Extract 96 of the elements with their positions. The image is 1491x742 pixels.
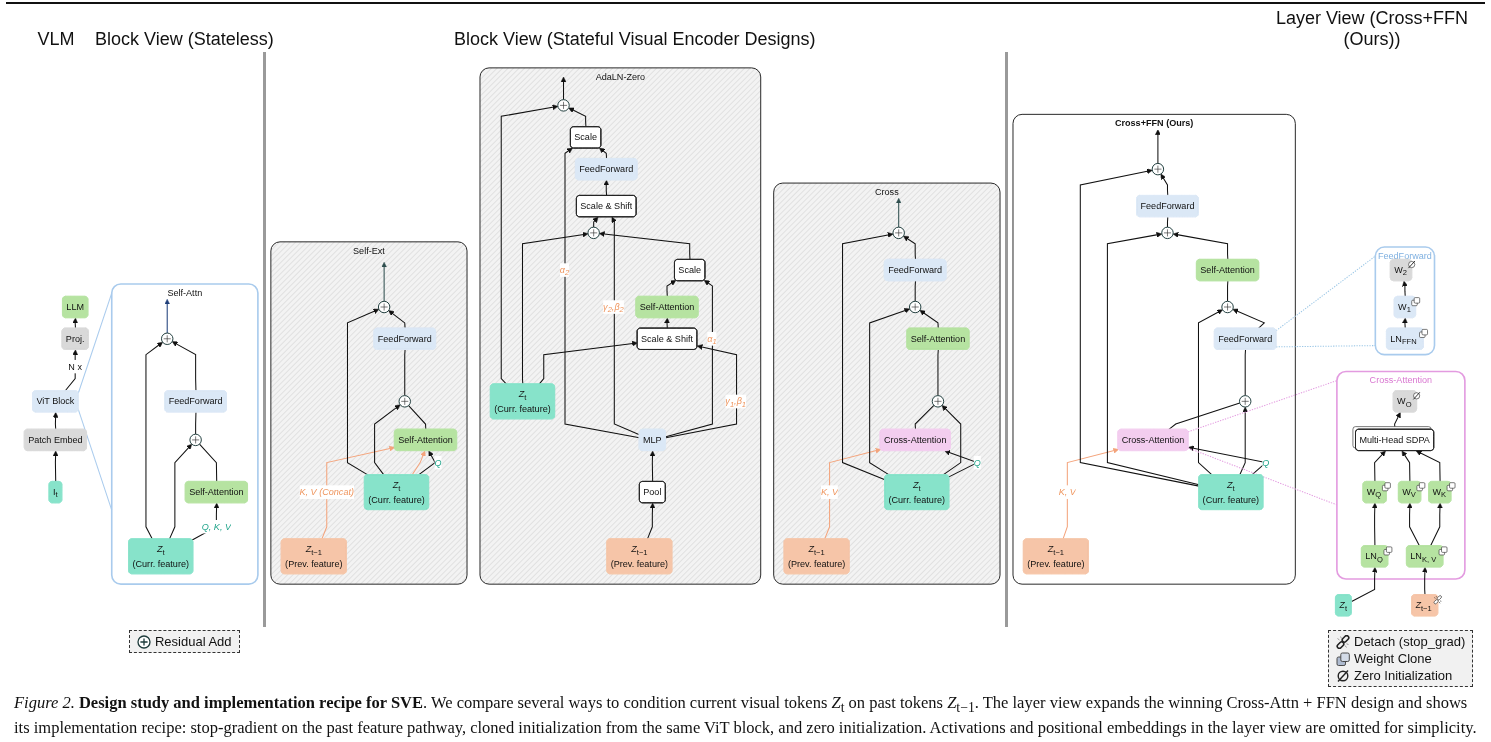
legend-text: Weight Clone (1354, 650, 1432, 667)
arrow (1187, 445, 1267, 476)
arrow (1350, 567, 1378, 603)
connector (937, 349, 939, 397)
connector (1187, 447, 1338, 506)
arrow (1401, 317, 1408, 329)
arrow (521, 231, 588, 385)
arrow (346, 308, 379, 476)
edge-label: Q (1261, 457, 1269, 468)
edge-label: Q (973, 457, 981, 468)
connector (914, 404, 935, 431)
arrow (941, 405, 961, 476)
connector (77, 408, 112, 511)
connector (1167, 402, 1240, 431)
connector (1187, 380, 1338, 433)
arrow (1406, 502, 1420, 547)
column-heading: Layer View (Cross+FFN (Ours)) (1274, 8, 1470, 50)
arrow (1106, 232, 1200, 486)
arrow (1062, 447, 1119, 540)
arrow (1172, 232, 1228, 261)
arrow (919, 310, 939, 329)
arrow (1232, 308, 1265, 329)
arrow (1415, 450, 1441, 483)
connector (1166, 216, 1168, 228)
arrow (1238, 406, 1248, 476)
arrow (1371, 502, 1378, 547)
arrow (598, 231, 691, 261)
arrow (649, 450, 655, 483)
legend-text: Zero Initialization (1354, 667, 1453, 684)
arrow (841, 232, 893, 481)
arrow (1197, 309, 1223, 476)
arrow (663, 317, 670, 329)
edge-label: α$_{2}$ (559, 264, 569, 277)
arrow (902, 235, 916, 261)
arrow (500, 104, 558, 385)
arrow (171, 341, 197, 392)
connector (1226, 280, 1228, 302)
connector (407, 405, 426, 431)
connector (914, 280, 916, 302)
arrow (1401, 280, 1408, 298)
arrow (666, 280, 676, 298)
arrow (1160, 173, 1168, 197)
edge-label: Q (434, 457, 442, 468)
figure-caption: Figure 2. Design study and implementation recipe for SVE. We compare several ways to condition current visual tokens Z$_{t}$ on past tokens Z$_{t−1}$. The layer view expands the winning Cross-Attn + FFN design and shows its implementation recipe: stop-gradient on the past feature pathway, cloned initialization from the same ViT block, and zero initialization. Activations and positional embeddings in the layer view are omitted for simplicity. (14, 692, 1477, 738)
arrow (944, 450, 979, 478)
arrow (895, 198, 902, 228)
arrow (538, 340, 638, 385)
arrow (665, 344, 737, 439)
edge-label: N x (67, 361, 82, 372)
arrow (168, 443, 192, 540)
connector (194, 411, 197, 435)
arrow (568, 107, 587, 128)
column-heading: Block View (Stateful Visual Encoder Designs) (454, 29, 816, 50)
arrow (52, 450, 59, 483)
legend-text: Detach (stop_grad) (1354, 633, 1466, 650)
arrow (320, 445, 395, 540)
arrow (1154, 129, 1161, 164)
edge-label: γ$_{2}$,β$_{2}$ (602, 301, 624, 314)
arrow (1401, 450, 1411, 483)
arrow (868, 307, 910, 476)
arrow (611, 216, 640, 436)
arrow (388, 310, 406, 329)
connector (198, 443, 217, 483)
arrow (560, 76, 566, 101)
edge-label: K, V (820, 486, 838, 497)
arrow (598, 147, 607, 160)
column-heading: VLM (37, 29, 75, 50)
arrow (1079, 168, 1200, 487)
connector (403, 349, 406, 397)
arrow (646, 502, 655, 540)
arrow (373, 404, 401, 476)
arrow (411, 450, 426, 476)
connector (1244, 349, 1246, 397)
arrow (603, 179, 609, 197)
arrow (665, 280, 713, 438)
edge-label: K, V (Concat) (299, 486, 354, 497)
arrow (417, 450, 436, 476)
column-heading: Block View (Stateless) (94, 29, 274, 50)
arrow (164, 298, 170, 334)
connector (1275, 255, 1376, 332)
connector (1275, 345, 1376, 348)
arrow (1421, 567, 1428, 596)
arrow (145, 341, 163, 540)
legend-text: Residual Add (154, 633, 232, 650)
arrow (380, 262, 387, 302)
arrow (823, 447, 881, 540)
edge-label: Q, K, V (201, 521, 231, 532)
arrow (1429, 502, 1443, 547)
arrow (564, 147, 640, 439)
edge-label: K, V (1058, 486, 1076, 497)
arrow (52, 412, 59, 431)
arrow (71, 317, 78, 329)
edge-label: α$_{1}$ (706, 333, 717, 346)
arrow (1373, 450, 1386, 483)
edge-label: γ$_{1}$,β$_{1}$ (724, 395, 746, 409)
arrow (592, 216, 598, 228)
